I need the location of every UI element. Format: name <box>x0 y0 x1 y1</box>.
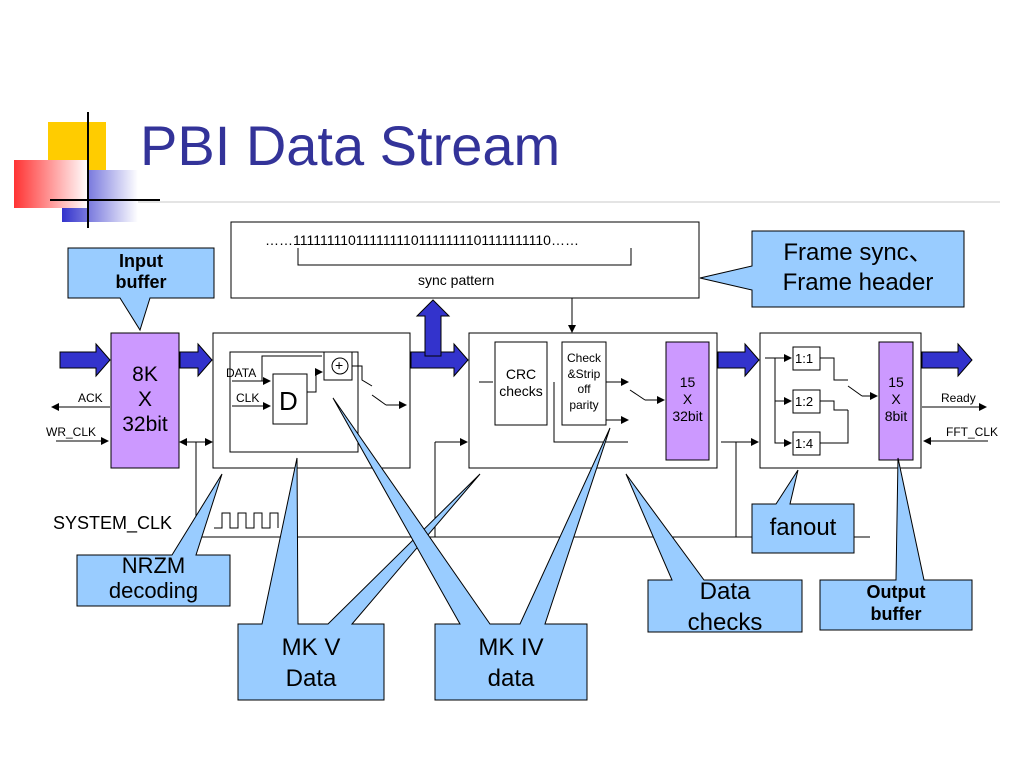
sync-pattern-bits: ……1111111101111111101111111101111111110…… <box>265 232 579 248</box>
fanout-ratio-4: 1:4 <box>795 436 814 451</box>
frame-sync-callout-text: Frame sync、Frame header <box>782 239 934 296</box>
mid-memory-block <box>665 341 710 461</box>
xor-symbol-icon <box>331 357 349 375</box>
fanout-ratio-2: 1:2 <box>795 394 814 409</box>
sync-pattern-label: sync pattern <box>418 272 495 288</box>
page-title: PBI Data Stream <box>140 114 561 177</box>
fanout-callout-text: fanout <box>769 514 837 541</box>
arrow-up-sync <box>415 299 451 357</box>
callout-frame-sync <box>699 230 965 308</box>
slide-logo-icon <box>14 112 160 228</box>
arrow-check-output <box>717 342 760 378</box>
ack-label: ACK <box>78 391 103 405</box>
flipflop-d <box>272 373 308 425</box>
clk-signal-label: CLK <box>236 391 260 405</box>
data-flow-arrows <box>59 299 973 378</box>
data-signal-label: DATA <box>226 366 257 380</box>
input-memory-block <box>110 332 180 469</box>
wr-clk-label: WR_CLK <box>46 425 97 439</box>
out-memory-block <box>878 341 914 461</box>
xor-label: + <box>335 357 344 373</box>
clock-waveform-icon <box>214 512 279 529</box>
callout-mk4 <box>332 397 611 701</box>
arrow-input-nrzm <box>179 342 213 378</box>
fft-clk-label: FFT_CLK <box>946 425 999 439</box>
flipflop-label: D <box>279 386 298 416</box>
callout-output-buffer <box>819 457 973 631</box>
sync-bracket <box>297 248 632 266</box>
system-clk-label: SYSTEM_CLK <box>53 513 173 533</box>
nrzm-inner-frame <box>229 351 359 453</box>
callout-data-checks <box>625 473 803 633</box>
callout-nrzm <box>76 473 231 607</box>
check-strip-box <box>561 341 607 426</box>
arrow-in-input <box>59 342 111 378</box>
crc-box <box>494 341 548 426</box>
sync-pattern-box <box>230 221 700 299</box>
arrow-out <box>921 342 973 378</box>
callout-fanout <box>751 469 855 554</box>
callout-input-buffer <box>67 247 215 332</box>
ready-label: Ready <box>941 391 976 405</box>
fanout-ratio-1: 1:1 <box>795 351 814 366</box>
callout-mk5 <box>237 457 481 701</box>
